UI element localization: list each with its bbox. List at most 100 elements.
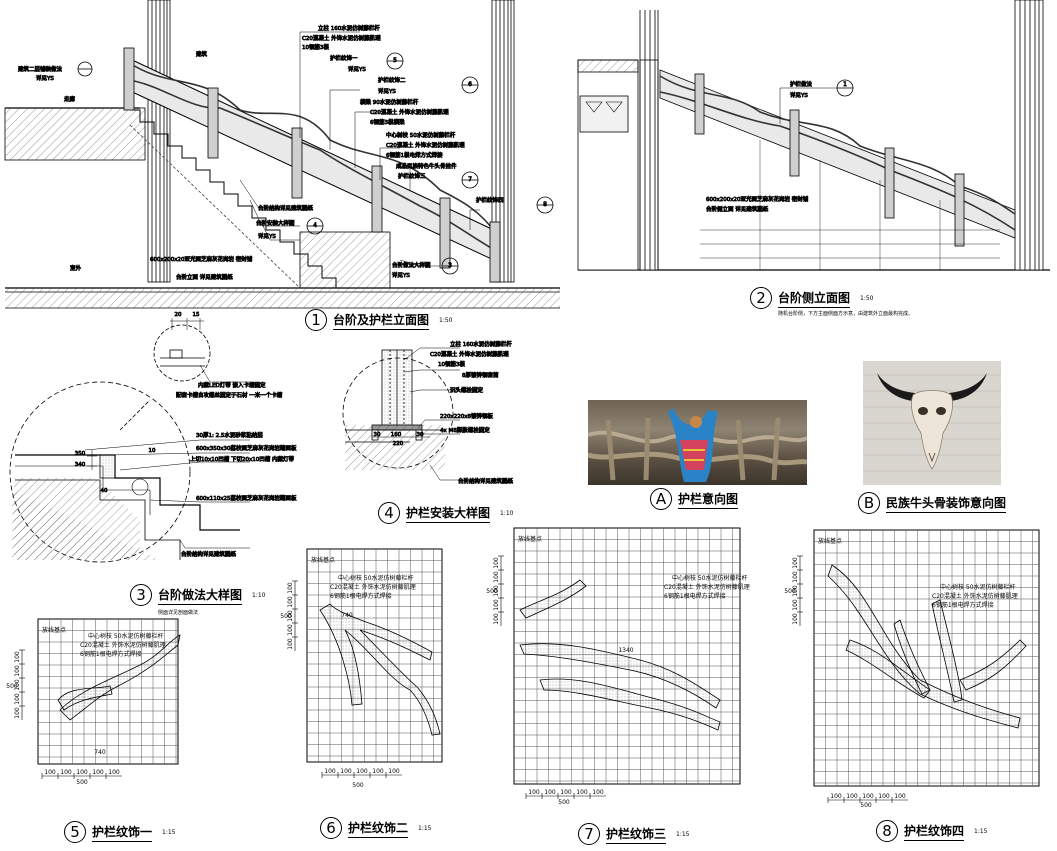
concrete-label: C20混凝土 外饰水泥仿树藤肌理 <box>664 583 750 591</box>
drawing-title-8: 护栏纹饰四 <box>904 822 965 841</box>
drawing-3-label: 30厚1: 2.5水泥砂浆粘结层 <box>196 431 263 439</box>
dim-label: 30 <box>417 432 424 438</box>
dim-label: 350 <box>75 451 86 457</box>
dim-label: 10 <box>149 448 156 454</box>
dim-label: 220 <box>393 441 404 447</box>
dim-label: 100 <box>287 638 294 650</box>
drawing-3-label: 配套卡槽自攻螺丝固定于石材 一米一个卡槽 <box>176 391 283 399</box>
ornament-2-shape <box>319 603 441 736</box>
dim-label: 100 <box>340 768 352 775</box>
drawing-number-6: 6 <box>320 817 342 839</box>
dim-label: 100 <box>14 665 21 677</box>
dim-total: 500 <box>784 588 796 595</box>
drawing-2-label: 详见YS <box>790 91 808 99</box>
dim-label: 20 <box>175 312 182 318</box>
branch-label: 中心树枝 50水泥仿树藤栏杆 <box>940 583 1016 591</box>
ornament-3-shape <box>519 579 721 731</box>
origin-label: 放线基点 <box>518 535 542 543</box>
drawing-scale-8: 1:15 <box>974 827 988 835</box>
drawing-1-label: C20混凝土 外饰水泥仿树藤肌理 <box>302 34 381 42</box>
origin-label: 放线基点 <box>818 537 842 545</box>
dim-label: 100 <box>560 789 572 796</box>
branch-label: 中心树枝 50水泥仿树藤栏杆 <box>672 574 748 582</box>
drawing-1-label: 横梁 90水泥仿树藤栏杆 <box>360 98 419 106</box>
dim-label: 100 <box>830 793 842 800</box>
dim-label: 100 <box>287 610 294 622</box>
drawing-1-label: 建筑二层铺装做法 <box>18 65 63 73</box>
dim-total: 500 <box>280 613 292 620</box>
dim-label: 100 <box>792 585 799 597</box>
concrete-label: C20混凝土 外饰水泥仿树藤肌理 <box>932 592 1018 600</box>
drawing-4-label: 立柱 160水泥仿树藤栏杆 <box>450 340 512 348</box>
drawing-title-7: 护栏纹饰三 <box>606 825 667 844</box>
drawing-number-7: 7 <box>578 823 600 845</box>
title-drawing-5: 5 护栏纹饰一 1:15 <box>64 821 176 843</box>
dim-label: 100 <box>44 769 56 776</box>
drawing-number-B: B <box>858 492 880 514</box>
dim-label: 100 <box>324 768 336 775</box>
title-drawing-6: 6 护栏纹饰二 1:15 <box>320 817 432 839</box>
dim-label: 100 <box>92 769 104 776</box>
drawing-number-5: 5 <box>64 821 86 843</box>
drawing-1-label: 中心树枝 50水泥仿树藤栏杆 <box>386 131 456 139</box>
dim-label: 100 <box>14 693 21 705</box>
drawing-1-label: 护栏纹饰一 <box>330 54 358 62</box>
drawing-4-label: 沉头螺栓固定 <box>450 386 484 394</box>
drawing-1-label: 走廊 <box>64 95 76 103</box>
drawing-3-label: 600x350x30荔枝面芝麻灰花岗岩踏面板 <box>196 444 297 452</box>
drawing-number-8: 8 <box>876 820 898 842</box>
dim-label: 100 <box>544 789 556 796</box>
marker-number: 5 <box>393 57 397 64</box>
drawing-1-label: 600x200x20亚光面芝麻灰花岗岩 密封铺 <box>150 255 253 263</box>
branch-label: 中心树枝 50水泥仿树藤栏杆 <box>88 632 164 640</box>
drawing-title-6: 护栏纹饰二 <box>348 819 409 838</box>
drawing-3-label: 台阶结构详见建筑图纸 <box>181 550 237 558</box>
marker-number: 4 <box>313 222 317 229</box>
drawing-1-label: 10钢筋3根 <box>302 43 329 51</box>
branch-label: 中心树枝 50水泥仿树藤栏杆 <box>338 574 414 582</box>
drawing-1-label: 详见YS <box>378 87 396 95</box>
drawing-1-label: 建筑 <box>196 50 208 58</box>
dim-label: 100 <box>528 789 540 796</box>
title-drawing-A: A 护栏意向图 <box>650 488 739 510</box>
drawing-1-label: 台阶做法大样图 <box>392 261 431 269</box>
drawing-4-label: 台阶结构详见建筑图纸 <box>458 477 514 485</box>
dim-label: 100 <box>76 769 88 776</box>
drawing-1-label: 6钢筋1根电焊方式焊接 <box>386 151 443 159</box>
dim-label: 100 <box>792 613 799 625</box>
drawing-2-label: 台阶侧立面 详见建筑图纸 <box>706 205 769 213</box>
concrete-label: C20混凝土 外饰水泥仿树藤肌理 <box>80 641 166 649</box>
dim-label: 15 <box>193 312 200 318</box>
marker-number: 6 <box>468 81 472 88</box>
drawing-1-label: 室外 <box>70 264 82 272</box>
drawing-1-label: 护栏纹饰四 <box>476 196 504 204</box>
drawing-scale-5: 1:15 <box>162 828 176 836</box>
railing-2 <box>659 69 1016 239</box>
origin-label: 放线基点 <box>42 626 66 634</box>
drawing-2-label: 600x200x20亚光面芝麻灰花岗岩 密封铺 <box>706 195 809 203</box>
drawing-3-label: 上切10x10凹槽 下切20x10凹槽 内藏灯带 <box>190 455 295 463</box>
drawing-1-label: 护栏纹饰三 <box>398 172 426 180</box>
drawing-number-4: 4 <box>378 502 400 524</box>
drawing-3-label: 内藏LED灯带 嵌入卡槽固定 <box>198 381 266 389</box>
drawing-1-label: 详见YS <box>348 65 366 73</box>
dim-total: 500 <box>352 782 364 789</box>
drawing-2-label: 护栏做法 <box>790 80 813 88</box>
drawing-1-label: 6钢筋3根横梁 <box>370 118 405 126</box>
dim-total: 500 <box>486 588 498 595</box>
marker-number: 1 <box>843 81 847 88</box>
dim-label: 100 <box>862 793 874 800</box>
ornament-1-shape <box>57 634 181 721</box>
dim-label: 100 <box>14 679 21 691</box>
dim-label: 100 <box>493 557 500 569</box>
title-drawing-7: 7 护栏纹饰三 1:15 <box>578 823 690 845</box>
drawing-4-label: 220x220x8镀锌钢板 <box>440 412 494 420</box>
drawing-number-2: 2 <box>750 287 772 309</box>
column-right <box>491 0 515 283</box>
drawing-1-label: 详见YS <box>36 74 54 82</box>
dim-label: 100 <box>287 596 294 608</box>
marker-number: 3 <box>448 262 452 269</box>
